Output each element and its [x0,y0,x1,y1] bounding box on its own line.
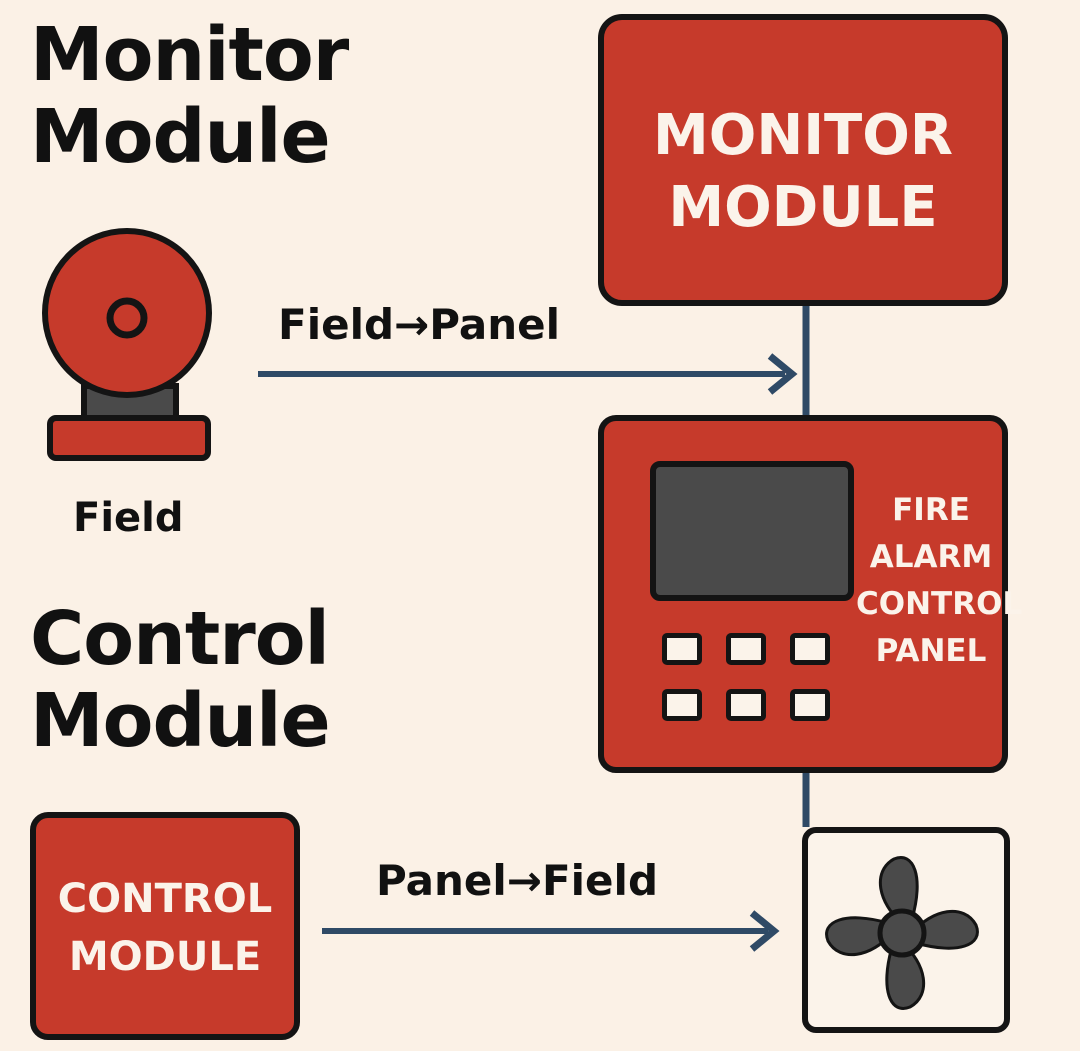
panel-key [790,633,830,665]
monitor-heading-line1: Monitor [30,12,349,98]
field-to-panel-label: Field→Panel [278,300,561,349]
control-module-box-text: CONTROL MODULE [36,870,294,986]
monitor-module-heading: Monitor Module [30,12,349,180]
control-module-heading: Control Module [30,596,331,764]
panel-label: FIRE ALARM CONTROL PANEL [856,487,1023,675]
monitor-box-line2: MODULE [668,175,938,240]
control-module-box: CONTROL MODULE [30,812,300,1040]
fan-device-box [802,827,1010,1033]
panel-key [662,689,702,721]
fire-alarm-control-panel: FIRE ALARM CONTROL PANEL [598,415,1023,773]
panel-display-screen [650,461,854,601]
panel-key [790,689,830,721]
panel-label-line3: CONTROL [856,586,1023,622]
panel-key [726,689,766,721]
control-heading-line2: Module [30,678,331,764]
panel-label-line1: FIRE [892,492,970,528]
monitor-module-box: MONITOR MODULE [598,14,1008,306]
panel-key [726,633,766,665]
monitor-box-line1: MONITOR [653,103,953,168]
panel-to-field-arrow [322,910,780,952]
control-heading-line1: Control [30,596,330,682]
field-label: Field [73,495,184,541]
panel-key [662,633,702,665]
monitor-module-box-text: MONITOR MODULE [604,100,1002,244]
monitor-heading-line2: Module [30,94,331,180]
fan-icon [825,856,979,1010]
field-to-panel-arrow [258,353,798,395]
control-box-line2: MODULE [68,934,262,980]
panel-label-line4: PANEL [875,633,987,669]
control-box-line1: CONTROL [57,876,273,922]
panel-to-field-label: Panel→Field [376,856,659,905]
panel-label-line2: ALARM [869,539,993,575]
